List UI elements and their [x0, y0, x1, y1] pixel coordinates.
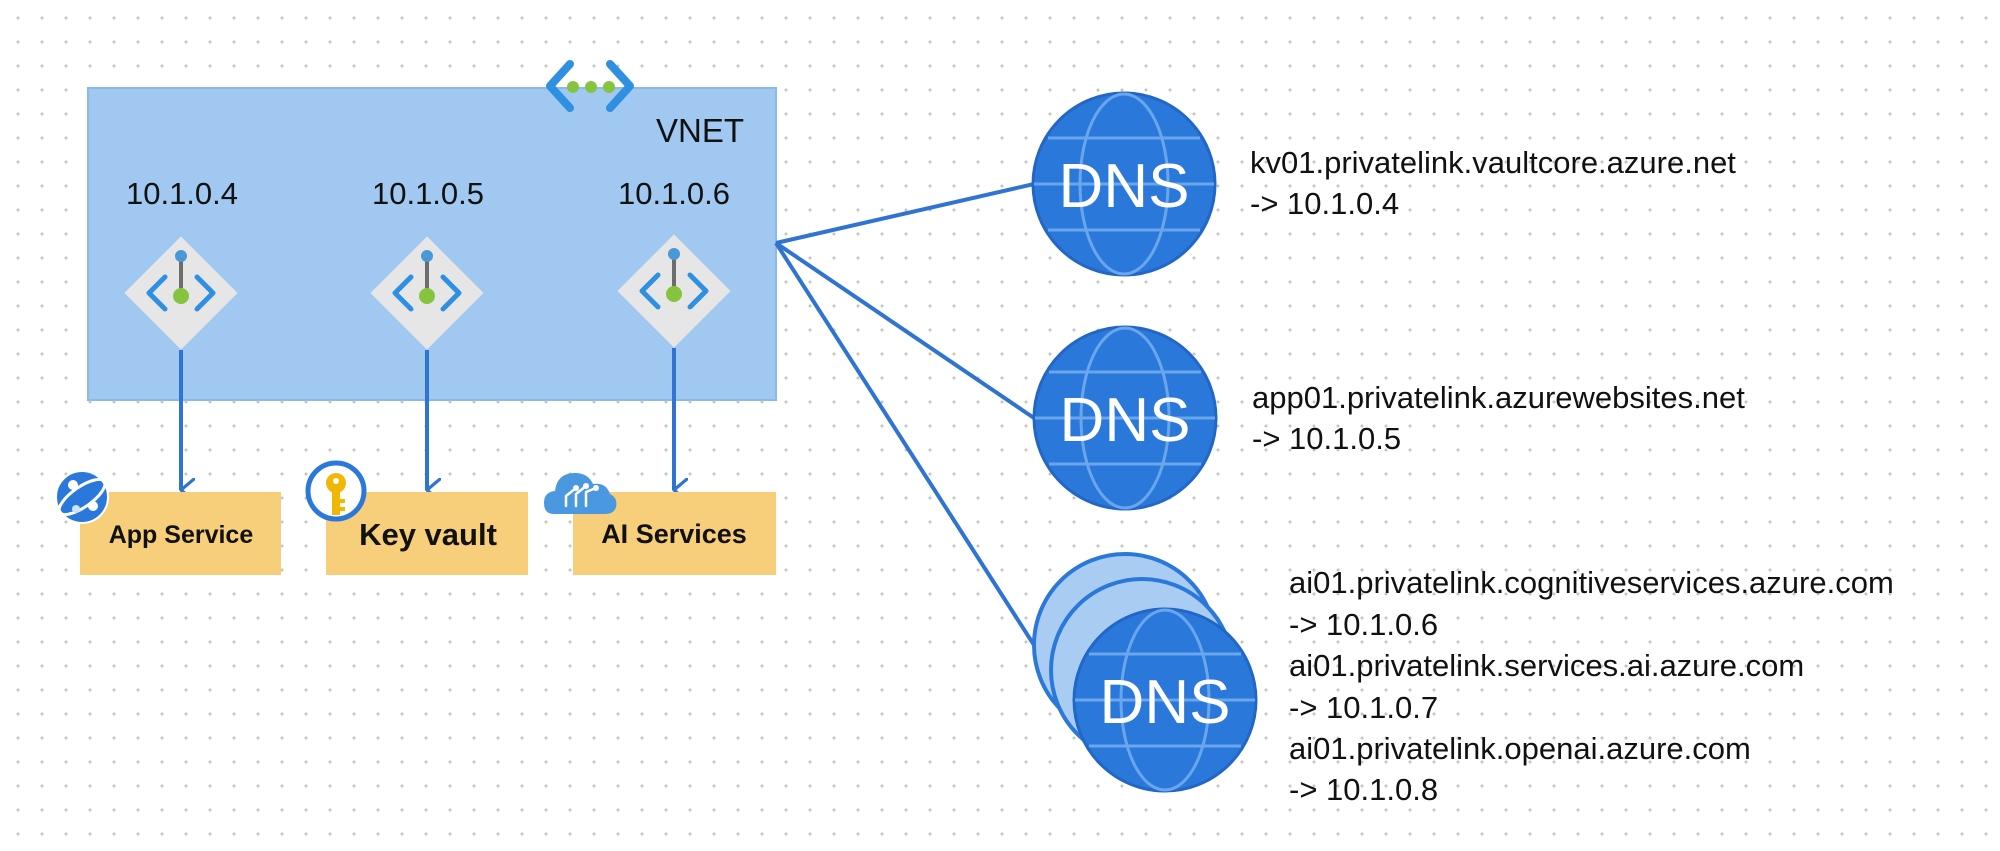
dns-record-name: app01.privatelink.azurewebsites.net	[1252, 380, 1745, 415]
dns-icon-text: DNS	[1059, 152, 1190, 221]
app-service-label: App Service	[109, 521, 254, 549]
private-endpoint-icon[interactable]	[370, 236, 484, 350]
ai-services-cloud-icon	[544, 473, 617, 514]
dns-icon-text: DNS	[1060, 386, 1191, 455]
dns-zone-icon[interactable]: DNS	[1032, 325, 1218, 511]
endpoint-ip-label: 10.1.0.6	[618, 176, 730, 211]
vnet-dns-link	[775, 182, 1035, 245]
dns-icon-text: DNS	[1100, 668, 1231, 737]
key-vault-icon	[305, 460, 367, 522]
dns-record-name: kv01.privatelink.vaultcore.azure.net	[1250, 145, 1736, 180]
app-service-icon	[55, 470, 109, 524]
vnet-dns-link	[774, 241, 1036, 647]
dns-record-target: -> 10.1.0.4	[1250, 186, 1399, 221]
private-endpoint-icon[interactable]	[124, 236, 238, 350]
vnet-peering-icon	[546, 60, 634, 112]
dns-record-name: ai01.privatelink.cognitiveservices.azure…	[1289, 565, 1894, 600]
app-service-box[interactable]	[80, 492, 281, 575]
key-vault-label: Key vault	[359, 517, 497, 552]
vnet-label: VNET	[656, 112, 744, 149]
dns-zone-stack-icon[interactable]: DNS	[1032, 552, 1258, 793]
vnet-dns-link	[774, 241, 1036, 420]
endpoint-ip-label: 10.1.0.5	[372, 176, 484, 211]
dns-record-name: ai01.privatelink.services.ai.azure.com	[1289, 648, 1804, 683]
dns-record-target: -> 10.1.0.6	[1289, 607, 1438, 642]
dns-zone-icon[interactable]: DNS	[1031, 91, 1217, 277]
ai-services-label: AI Services	[601, 519, 747, 549]
dns-record-name: ai01.privatelink.openai.azure.com	[1289, 731, 1751, 766]
endpoint-ip-label: 10.1.0.4	[126, 176, 238, 211]
dns-record-target: -> 10.1.0.5	[1252, 421, 1401, 456]
dns-record-target: -> 10.1.0.8	[1289, 772, 1438, 807]
dns-record-target: -> 10.1.0.7	[1289, 690, 1438, 725]
